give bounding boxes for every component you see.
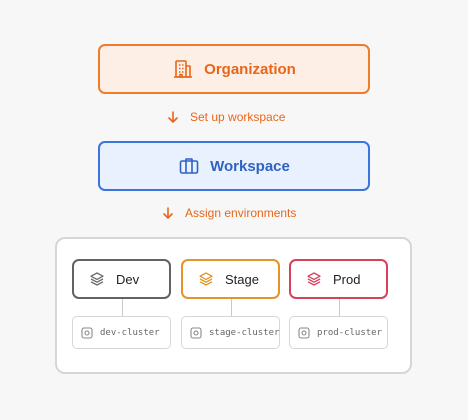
workspace-box: Workspace xyxy=(98,141,370,191)
environment-dev: Dev xyxy=(72,259,171,299)
connector-line xyxy=(339,299,340,316)
environment-stage: Stage xyxy=(181,259,280,299)
environment-label: Prod xyxy=(333,271,361,287)
environment-label: Dev xyxy=(116,271,140,287)
arrow-down-icon xyxy=(161,206,175,220)
environment-label: Stage xyxy=(225,271,259,287)
environments-container xyxy=(55,237,412,374)
briefcase-icon xyxy=(178,155,200,177)
workspace-label: Workspace xyxy=(210,157,290,175)
building-icon xyxy=(172,58,194,80)
layers-icon xyxy=(306,271,322,287)
layers-icon xyxy=(89,271,105,287)
chip-icon xyxy=(298,326,310,339)
organization-label: Organization xyxy=(204,60,296,78)
cluster-label: prod-cluster xyxy=(317,327,383,338)
connector-line xyxy=(122,299,123,316)
chip-icon xyxy=(190,326,202,339)
connector-line xyxy=(231,299,232,316)
layers-icon xyxy=(198,271,214,287)
cluster-label: stage-cluster xyxy=(209,327,280,338)
cluster-prod: prod-cluster xyxy=(289,316,388,349)
arrow-down-icon xyxy=(166,110,180,124)
cluster-dev: dev-cluster xyxy=(72,316,171,349)
environment-prod: Prod xyxy=(289,259,388,299)
cluster-stage: stage-cluster xyxy=(181,316,280,349)
step-assign-environments: Assign environments xyxy=(161,206,296,220)
chip-icon xyxy=(81,326,93,339)
step-setup-workspace: Set up workspace xyxy=(166,110,285,124)
cluster-label: dev-cluster xyxy=(100,327,160,338)
step-label: Set up workspace xyxy=(190,110,286,124)
step-label: Assign environments xyxy=(185,206,297,220)
organization-box: Organization xyxy=(98,44,370,94)
